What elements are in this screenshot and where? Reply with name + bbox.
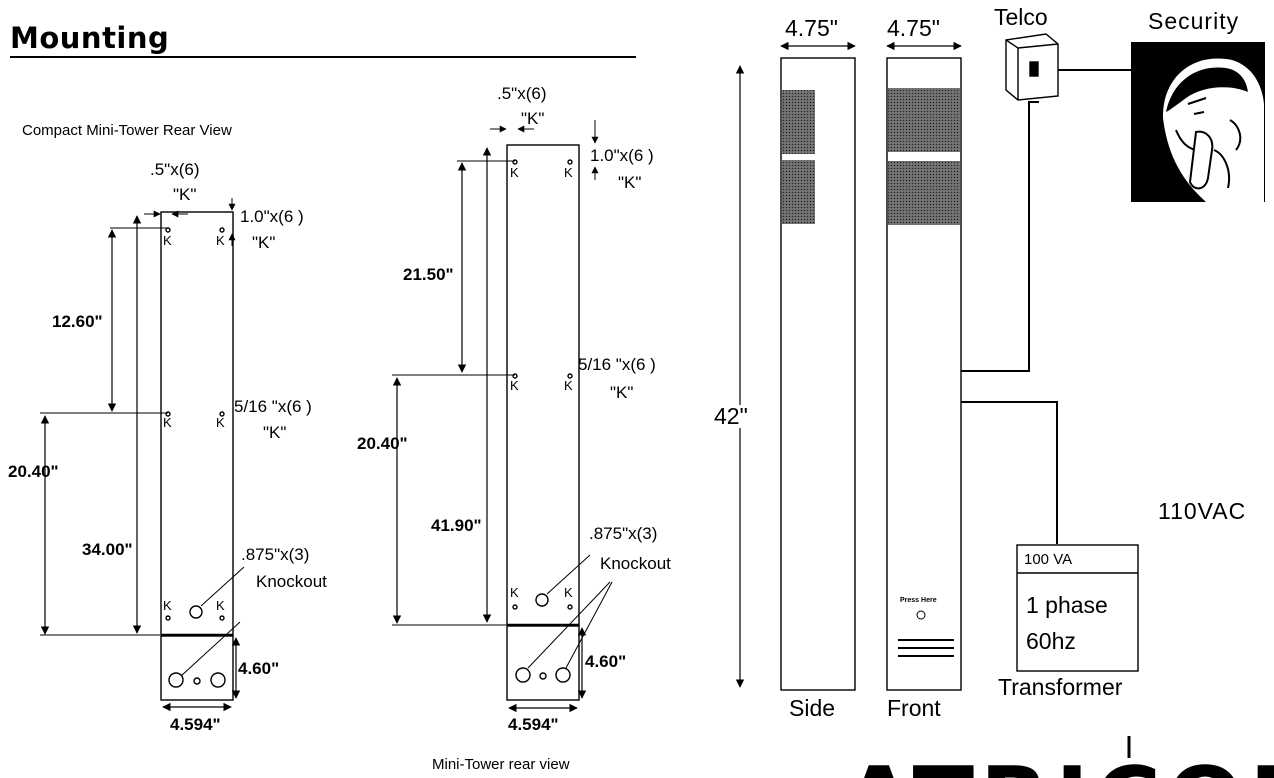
compact-base-height: 4.60" xyxy=(238,659,280,678)
mini-top-hole-k: "K" xyxy=(521,109,545,128)
compact-top-hole: .5"x(6) xyxy=(150,160,200,179)
power-label: 110VAC xyxy=(1158,498,1247,524)
mini-k-tl: K xyxy=(510,165,519,180)
compact-tower-drawing xyxy=(40,198,245,712)
mini-k-tr: K xyxy=(564,165,573,180)
height-label: 42" xyxy=(714,403,748,429)
compact-dim-upper: 12.60" xyxy=(52,312,103,331)
page-title: Mounting xyxy=(10,21,170,55)
tower-elevation xyxy=(735,41,1131,691)
mini-k-br: K xyxy=(564,585,573,600)
atricon-logo-text: ATRICON xyxy=(844,756,1274,778)
mini-top-edge: 1.0"x(6 ) xyxy=(590,146,654,165)
mini-top-edge-k: "K" xyxy=(618,173,642,192)
compact-k-bl: K xyxy=(163,598,172,613)
mini-dim-total: 41.90" xyxy=(431,516,482,535)
compact-base-width: 4.594" xyxy=(170,715,221,734)
transformer-phase: 1 phase xyxy=(1026,592,1108,618)
transformer-label: Transformer xyxy=(998,674,1123,700)
compact-dim-left: 20.40" xyxy=(8,462,59,481)
transformer-rating: 100 VA xyxy=(1024,551,1073,568)
security-label: Security xyxy=(1148,8,1240,34)
mini-k-mr: K xyxy=(564,378,573,393)
mini-dim-upper: 21.50" xyxy=(403,265,454,284)
mini-knockout-size: .875"x(3) xyxy=(589,524,658,543)
mini-base-height: 4.60" xyxy=(585,652,627,671)
compact-knockout-label: Knockout xyxy=(256,572,327,591)
transformer-box xyxy=(1016,544,1139,672)
mini-dim-left: 20.40" xyxy=(357,434,408,453)
telco-label: Telco xyxy=(994,4,1048,30)
front-width-label: 4.75" xyxy=(887,15,940,41)
mini-k-bl: K xyxy=(510,585,519,600)
compact-knockout-size: .875"x(3) xyxy=(241,545,310,564)
front-label: Front xyxy=(887,695,941,721)
side-width-label: 4.75" xyxy=(785,15,838,41)
compact-k-mr: K xyxy=(216,415,225,430)
compact-mid-hole-k: "K" xyxy=(263,423,287,442)
mini-knockout-label: Knockout xyxy=(600,554,671,573)
press-here-label: Press Here xyxy=(900,597,937,604)
compact-top-edge: 1.0"x(6 ) xyxy=(240,207,304,226)
transformer-freq: 60hz xyxy=(1026,628,1076,654)
security-guard-icon xyxy=(1131,42,1265,202)
mini-tower-drawing xyxy=(392,120,613,713)
mini-mid-hole: 5/16 "x(6 ) xyxy=(578,355,656,374)
compact-caption: Compact Mini-Tower Rear View xyxy=(22,122,232,139)
mini-top-hole: .5"x(6) xyxy=(497,84,547,103)
compact-top-hole-k: "K" xyxy=(173,185,197,204)
mini-caption: Mini-Tower rear view xyxy=(432,756,570,773)
compact-k-tr: K xyxy=(216,233,225,248)
compact-k-tl: K xyxy=(163,233,172,248)
compact-top-edge-k: "K" xyxy=(252,233,276,252)
compact-mid-hole: 5/16 "x(6 ) xyxy=(234,397,312,416)
mini-k-ml: K xyxy=(510,378,519,393)
mini-mid-hole-k: "K" xyxy=(610,383,634,402)
compact-k-ml: K xyxy=(163,415,172,430)
compact-dim-total: 34.00" xyxy=(82,540,133,559)
side-label: Side xyxy=(789,695,836,721)
telco-box-icon xyxy=(1005,33,1059,101)
mini-base-width: 4.594" xyxy=(508,715,559,734)
compact-k-br: K xyxy=(216,598,225,613)
